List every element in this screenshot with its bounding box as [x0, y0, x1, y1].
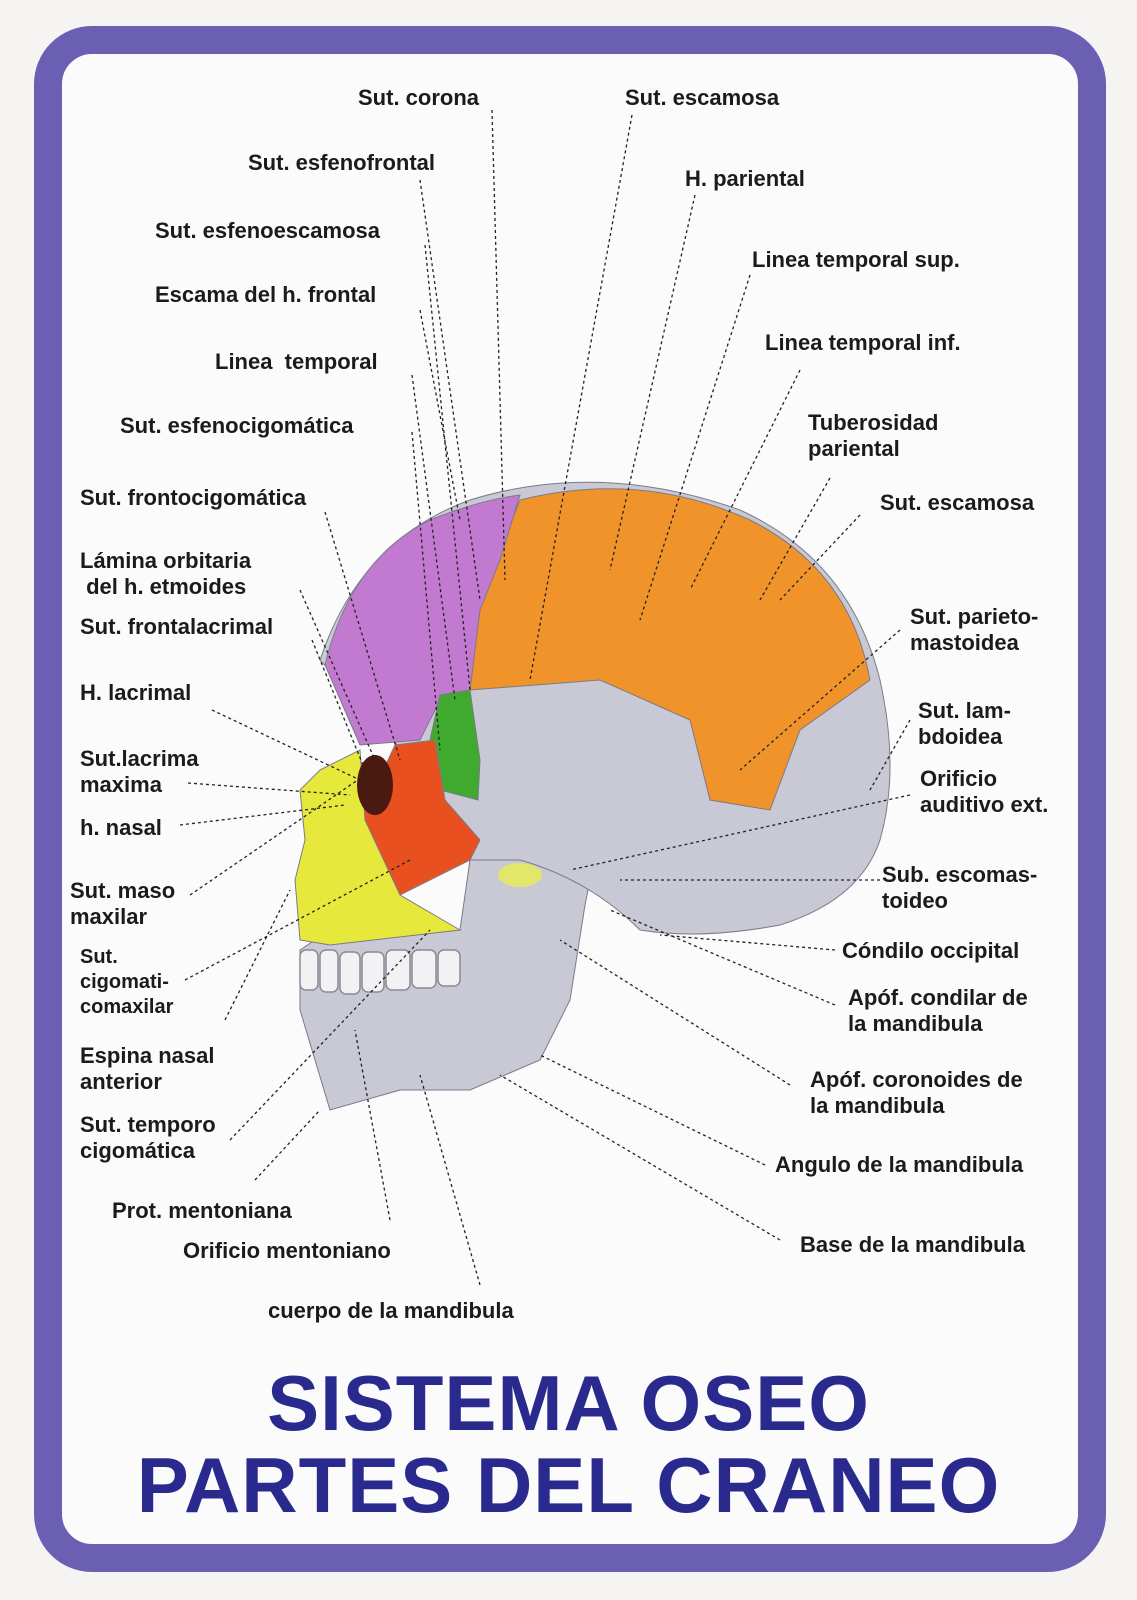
label-orificio-auditivo: Orificio auditivo ext. [920, 766, 1049, 817]
label-sut-cigomaticomaxilar: Sut. cigomati- comaxilar [80, 946, 174, 1018]
label-sut-maso-maxilar: Sut. maso maxilar [70, 878, 176, 929]
parietal-bone [469, 488, 871, 811]
card-frame [34, 26, 1106, 1572]
label-tuberosidad-pariental: Tuberosidad pariental [808, 410, 939, 461]
teeth [299, 949, 461, 995]
label-sut-lacrima-maxima: Sut.lacrima maxima [80, 746, 199, 797]
label-sut-escamosa-right: Sut. escamosa [880, 490, 1035, 515]
label-cuerpo-mandibula: cuerpo de la mandibula [268, 1298, 514, 1323]
label-sut-parieto-mastoidea: Sut. parieto- mastoidea [910, 604, 1039, 655]
label-angulo-mandibula: Angulo de la mandibula [775, 1152, 1024, 1177]
label-sut-esfenofrontal: Sut. esfenofrontal [248, 150, 436, 175]
label-sut-esfenocigomatica: Sut. esfenocigomática [120, 413, 354, 438]
label-orificio-mentoniano: Orificio mentoniano [183, 1238, 391, 1263]
label-sut-frontalacrimal: Sut. frontalacrimal [80, 614, 274, 639]
label-linea-temporal: Linea temporal [215, 349, 378, 374]
label-linea-temporal-sup: Linea temporal sup. [752, 247, 960, 272]
leader-lines [179, 109, 911, 1286]
label-sut-frontocigomatica: Sut. frontocigomática [80, 485, 307, 510]
label-sut-escamosa-top: Sut. escamosa [625, 85, 780, 110]
label-espina-nasal: Espina nasal anterior [80, 1043, 215, 1094]
label-h-lacrimal: H. lacrimal [80, 680, 192, 705]
label-sut-temporo-cigomatica: Sut. temporo cigomática [80, 1112, 216, 1163]
label-condilo-occipital: Cóndilo occipital [842, 938, 1020, 963]
label-sub-escomastoideo: Sub. escomas- toideo [882, 862, 1038, 913]
label-escama-h-frontal: Escama del h. frontal [155, 282, 377, 307]
frontal-bone [324, 494, 521, 746]
label-base-mandibula: Base de la mandibula [800, 1232, 1025, 1257]
title-line-1: SISTEMA OSEO [267, 1359, 870, 1447]
label-apof-condilar: Apóf. condilar de la mandibula [848, 985, 1028, 1036]
orbit [357, 755, 393, 815]
label-apof-coronoides: Apóf. coronoides de la mandibula [810, 1067, 1023, 1118]
label-sut-corona: Sut. corona [358, 85, 480, 110]
label-linea-temporal-inf: Linea temporal inf. [765, 330, 961, 355]
label-sut-lambdoidea: Sut. lam- bdoidea [918, 698, 1011, 749]
label-h-nasal: h. nasal [80, 815, 162, 840]
label-lamina-orbitaria: Lámina orbitaria del h. etmoides [80, 548, 252, 599]
label-sut-esfenoescamosa: Sut. esfenoescamosa [155, 218, 380, 243]
ear-canal [498, 863, 542, 887]
label-prot-mentoniana: Prot. mentoniana [112, 1198, 292, 1223]
sphenoid-bone [429, 689, 481, 801]
label-h-pariental: H. pariental [685, 166, 805, 191]
title-line-2: PARTES DEL CRANEO [136, 1441, 1001, 1529]
